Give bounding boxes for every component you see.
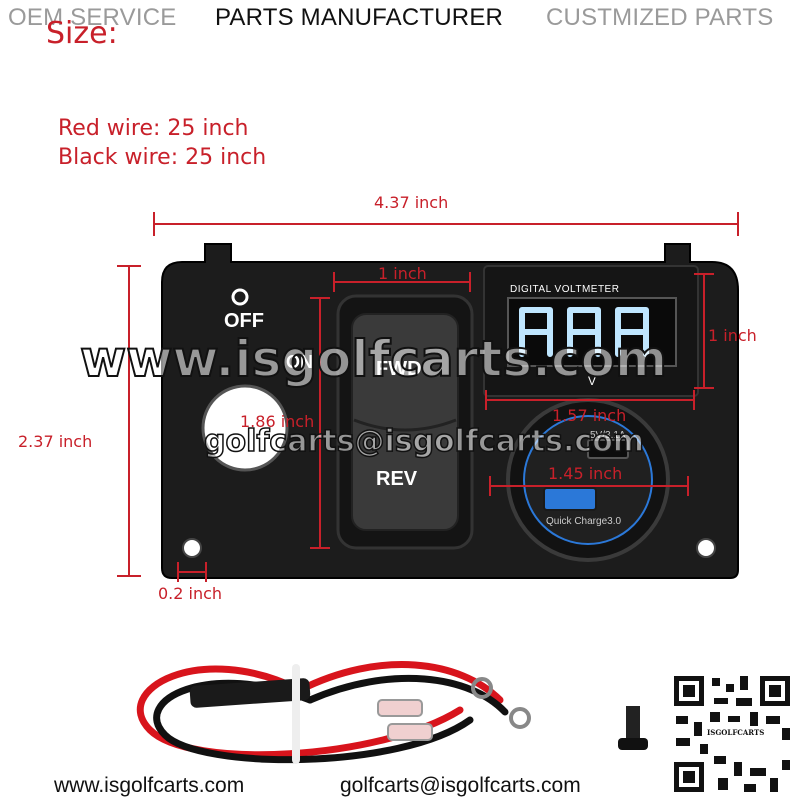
footer-email-link[interactable]: golfcarts@isgolfcarts.com xyxy=(340,774,581,797)
switch-height-dimension: 1.86 inch xyxy=(240,412,315,431)
size-title: Size: xyxy=(46,16,118,51)
header-parts-manufacturer: PARTS MANUFACTURER xyxy=(215,4,504,31)
height-dimension: 2.37 inch xyxy=(18,432,93,451)
footer-site-link[interactable]: www.isgolfcarts.com xyxy=(54,774,245,797)
usb-rating: 5V/3.1A xyxy=(590,430,626,441)
switch-width-dimension: 1 inch xyxy=(378,264,427,283)
header-customized-parts: CUSTMIZED PARTS xyxy=(546,4,774,31)
voltmeter-label: DIGITAL VOLTMETER xyxy=(510,284,620,295)
header-oem-service: OEM SERVICE xyxy=(8,4,177,31)
fwd-label: FWD xyxy=(376,358,422,380)
voltmeter-width-dimension: 1.57 inch xyxy=(552,406,627,425)
voltmeter-height-dimension: 1 inch xyxy=(708,326,757,345)
on-label: ON xyxy=(286,352,313,372)
width-dimension: 4.37 inch xyxy=(374,193,449,212)
wiring-harness xyxy=(136,661,531,764)
qr-caption: ISGOLFCARTS xyxy=(707,728,765,737)
key-switch-hole xyxy=(201,288,289,472)
red-wire-length: Red wire: 25 inch xyxy=(58,116,249,141)
rocker-switch xyxy=(336,294,474,550)
usb-width-dimension: 1.45 inch xyxy=(548,464,623,483)
qr-code xyxy=(670,672,794,796)
mounting-screw xyxy=(618,706,648,750)
dimension-lines xyxy=(117,212,739,582)
usb-quick-charge-label: Quick Charge3.0 xyxy=(546,516,622,527)
black-wire-length: Black wire: 25 inch xyxy=(58,145,267,170)
rev-label: REV xyxy=(376,468,418,490)
header-bar: OEM SERVICE PARTS MANUFACTURER CUSTMIZED… xyxy=(0,0,800,34)
voltmeter-unit: V xyxy=(588,374,597,388)
digital-voltmeter xyxy=(483,265,699,397)
usb-charger xyxy=(506,398,670,562)
watermark-email: golfcarts@isgolfcarts.com xyxy=(203,423,645,460)
edge-dimension: 0.2 inch xyxy=(158,584,223,603)
watermark-site: www.isgolfcarts.com xyxy=(79,329,668,389)
off-label: OFF xyxy=(224,310,264,332)
